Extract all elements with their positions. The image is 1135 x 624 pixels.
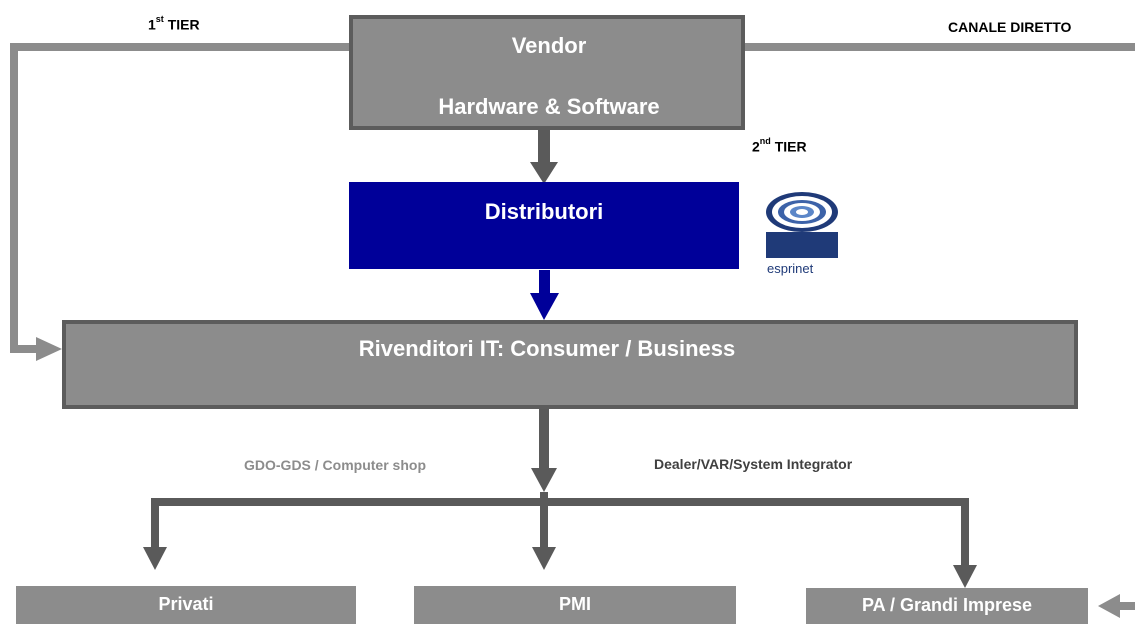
pa-box bbox=[806, 588, 1088, 624]
esprinet-logo-text: esprinet bbox=[767, 261, 814, 276]
pmi-label: PMI bbox=[558, 594, 591, 614]
vendor-subtitle: Hardware & Software bbox=[438, 94, 660, 119]
rivenditori-down-head bbox=[531, 468, 557, 492]
second-tier-label: 2nd TIER bbox=[752, 136, 807, 155]
branch-pa-head bbox=[953, 565, 977, 588]
vendor-title: Vendor bbox=[511, 33, 587, 58]
vendor-arrow-head bbox=[530, 162, 558, 184]
branch-privati-head bbox=[143, 547, 167, 570]
privati-label: Privati bbox=[158, 594, 214, 614]
first-tier-arrowhead bbox=[36, 337, 62, 361]
second-tier-num: 2 bbox=[752, 138, 760, 155]
second-tier-sup: nd bbox=[759, 136, 771, 146]
first-tier-num: 1 bbox=[148, 16, 156, 33]
distributori-box bbox=[349, 182, 739, 269]
vendor-arrow-shaft bbox=[538, 128, 550, 166]
branch-pmi-head bbox=[532, 547, 556, 570]
esprinet-logo-graphic bbox=[765, 184, 839, 276]
second-tier-text: TIER bbox=[774, 138, 807, 155]
pmi-box bbox=[414, 586, 736, 624]
privati-box bbox=[16, 586, 356, 624]
vendor-box bbox=[349, 15, 745, 130]
first-tier-sup: st bbox=[155, 14, 164, 24]
channel-right-label: Dealer/VAR/System Integrator bbox=[654, 456, 853, 472]
distributori-arrow-head bbox=[530, 293, 559, 320]
first-tier-text: TIER bbox=[167, 16, 200, 33]
pa-incoming-head bbox=[1098, 594, 1120, 618]
channel-left-label: GDO-GDS / Computer shop bbox=[244, 457, 426, 473]
distributori-arrow-shaft bbox=[539, 270, 550, 296]
pa-label: PA / Grandi Imprese bbox=[861, 595, 1033, 615]
rivenditori-down-shaft bbox=[539, 408, 549, 470]
direct-channel-label: CANALE DIRETTO bbox=[948, 19, 1072, 35]
first-tier-connector bbox=[10, 43, 350, 353]
first-tier-label: 1st TIER bbox=[148, 14, 200, 33]
rivenditori-box bbox=[62, 320, 1078, 409]
rivenditori-label: Rivenditori IT: Consumer / Business bbox=[358, 336, 736, 361]
distributori-label: Distributori bbox=[484, 199, 604, 224]
